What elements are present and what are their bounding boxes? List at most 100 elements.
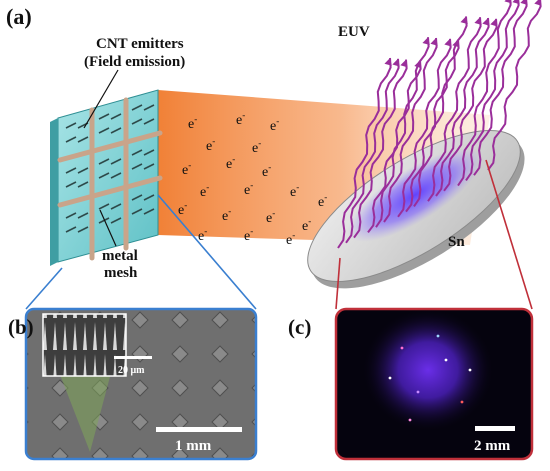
euv-arrowhead [482,18,490,26]
emitter-tip [65,212,77,219]
emitter-tip [143,118,155,125]
electron: e- [290,182,299,200]
emitter-tip [65,167,77,174]
emitter-tip [110,172,122,179]
c-scale-bar [475,426,515,431]
mesh-pointer-line [99,209,117,247]
zoom-line-b-left [25,267,63,310]
euv-arrow [383,37,438,223]
b-scale-bar [156,427,242,432]
emitter-tip [131,149,143,156]
mesh-label: mesh [104,265,138,281]
emitter-tip [98,113,110,120]
electron: e- [198,226,207,244]
euv-arrow [345,58,400,244]
electron: e- [266,208,275,226]
euv-arrow [337,57,392,249]
electron: e- [262,162,271,180]
emitter-tip [131,163,143,170]
emitter-tip [98,158,110,165]
sn-label: Sn [448,234,465,250]
euv-arrowhead [384,58,392,66]
zoom-line-c-right [485,159,533,310]
emitter-tip [131,208,143,215]
plasma-spark [408,418,412,422]
emitter-tips [65,104,155,233]
plasma-photo-panel: 2 mm [334,307,534,461]
euv-arrow [397,38,452,218]
emitter-tip [77,167,89,174]
euv-arrowhead [400,59,408,68]
electron: e- [270,116,279,134]
electron: e- [188,114,197,132]
euv-arrow [465,0,520,181]
electron: e- [244,180,253,198]
panel-label-b: (b) [8,315,34,339]
euv-arrowhead [490,18,498,27]
euv-arrowhead [534,0,542,6]
euv-emission-arrows [337,0,542,249]
emitter-tip [98,203,110,210]
euv-arrow [413,16,468,207]
field-emission-label: (Field emission) [84,54,185,70]
electron: e- [302,216,311,234]
electron: e- [206,136,215,154]
emitter-tip [77,226,89,233]
inset-projection [52,354,116,452]
emitter-tip [98,127,110,134]
emitter-tip [110,203,122,210]
c-scale-label: 2 mm [474,438,511,454]
b-scale-label: 1 mm [175,438,212,454]
euv-arrowhead [392,58,400,67]
electron: e- [236,110,245,128]
plasma-sparks [388,334,472,422]
emitter-tip [65,181,77,188]
electron: e- [286,230,295,248]
euv-arrow [457,0,512,187]
plasma-spark [416,390,420,394]
electron: e- [182,160,191,178]
euv-arrowhead [474,17,482,25]
emitter-tip [131,194,143,201]
euv-arrow [473,0,528,176]
euv-arrowhead [444,38,452,47]
euv-arrow [375,37,430,228]
plasma-glow [362,308,494,432]
emitter-tip [110,158,122,165]
inset-scale-label: 20 μm [118,365,145,376]
emitter-tip [131,104,143,111]
electron: e- [252,138,261,156]
metal-mesh-grid [57,97,163,261]
plasma-spark [436,334,440,338]
electron: e- [222,206,231,224]
cnt-emitter-array [50,89,163,266]
emitter-tip [65,122,77,129]
metal-label: metal [102,248,138,264]
plasma-spark [468,368,472,372]
electron: e- [226,154,235,172]
panel-label-a: (a) [6,4,32,29]
sem-image-panel: 20 μm 1 mm [24,307,258,461]
euv-arrowhead [422,37,430,45]
euv-arrowhead [504,0,512,4]
plasma-spark [444,358,448,362]
emitter-tip [98,217,110,224]
emitter-tip [143,149,155,156]
zoom-line-c-left [335,257,341,310]
euv-arrowhead [512,0,520,5]
sem-inset [42,313,127,377]
emitter-tip [110,217,122,224]
euv-arrowhead [430,38,438,46]
euv-arrowhead [460,16,468,25]
euv-arrow [443,18,498,192]
emitter-tip [110,127,122,134]
electron: e- [178,200,187,218]
plasma-spark [460,400,464,404]
emitter-tip [131,118,143,125]
emitter-tip [98,172,110,179]
emitter-tip [143,208,155,215]
emitter-tip [65,226,77,233]
euv-label: EUV [338,24,370,40]
emitter-tip [77,212,89,219]
